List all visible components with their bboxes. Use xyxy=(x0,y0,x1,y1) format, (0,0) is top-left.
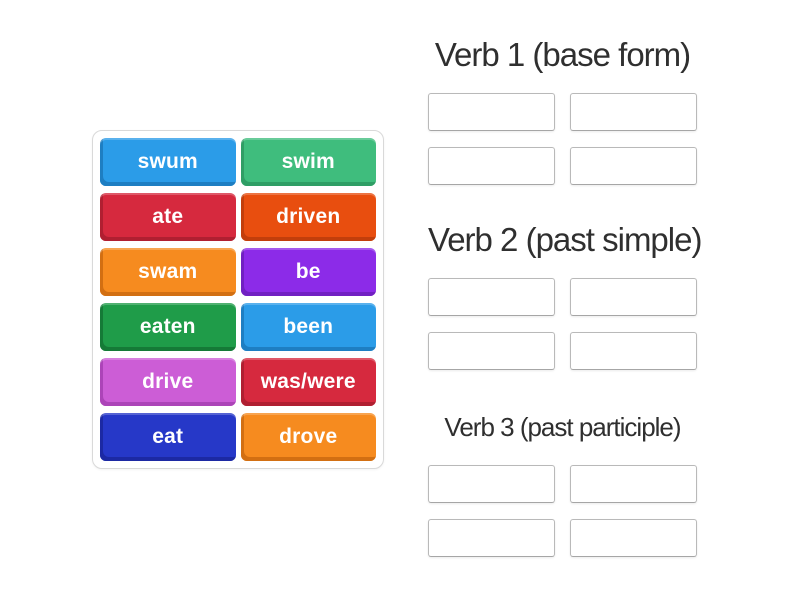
tile-was-were[interactable]: was/were xyxy=(240,358,376,406)
tile-swum[interactable]: swum xyxy=(100,138,236,186)
drop-slot-verb2-1[interactable] xyxy=(428,278,555,316)
tile-eat[interactable]: eat xyxy=(100,413,236,461)
group-title-verb2: Verb 2 (past simple) xyxy=(428,221,702,258)
tile-drove[interactable]: drove xyxy=(240,413,376,461)
tile-driven[interactable]: driven xyxy=(240,193,376,241)
group-verb1-base-form: Verb 1 (base form) xyxy=(428,36,697,185)
drop-slot-verb3-3[interactable] xyxy=(428,519,555,557)
group-verb2-past-simple: Verb 2 (past simple) xyxy=(428,221,702,370)
tile-drive[interactable]: drive xyxy=(100,358,236,406)
drop-slot-verb1-3[interactable] xyxy=(428,147,555,185)
slot-grid-verb2 xyxy=(428,278,697,370)
drop-slot-verb3-2[interactable] xyxy=(570,465,697,503)
tile-panel: swum swim ate driven swam be eaten been … xyxy=(92,130,384,469)
slot-grid-verb1 xyxy=(428,93,697,185)
drop-slot-verb1-1[interactable] xyxy=(428,93,555,131)
drop-slot-verb2-3[interactable] xyxy=(428,332,555,370)
group-title-verb3: Verb 3 (past participle) xyxy=(444,412,681,442)
drop-slot-verb3-1[interactable] xyxy=(428,465,555,503)
tile-been[interactable]: been xyxy=(240,303,376,351)
drop-slot-verb2-2[interactable] xyxy=(570,278,697,316)
drop-slot-verb1-4[interactable] xyxy=(570,147,697,185)
tile-swam[interactable]: swam xyxy=(100,248,236,296)
drop-slot-verb1-2[interactable] xyxy=(570,93,697,131)
tile-swim[interactable]: swim xyxy=(240,138,376,186)
group-title-verb1: Verb 1 (base form) xyxy=(434,36,691,73)
tile-be[interactable]: be xyxy=(240,248,376,296)
group-verb3-past-participle: Verb 3 (past participle) xyxy=(428,408,697,557)
slot-grid-verb3 xyxy=(428,465,697,557)
drop-slot-verb3-4[interactable] xyxy=(570,519,697,557)
drop-slot-verb2-4[interactable] xyxy=(570,332,697,370)
tile-eaten[interactable]: eaten xyxy=(100,303,236,351)
tile-ate[interactable]: ate xyxy=(100,193,236,241)
